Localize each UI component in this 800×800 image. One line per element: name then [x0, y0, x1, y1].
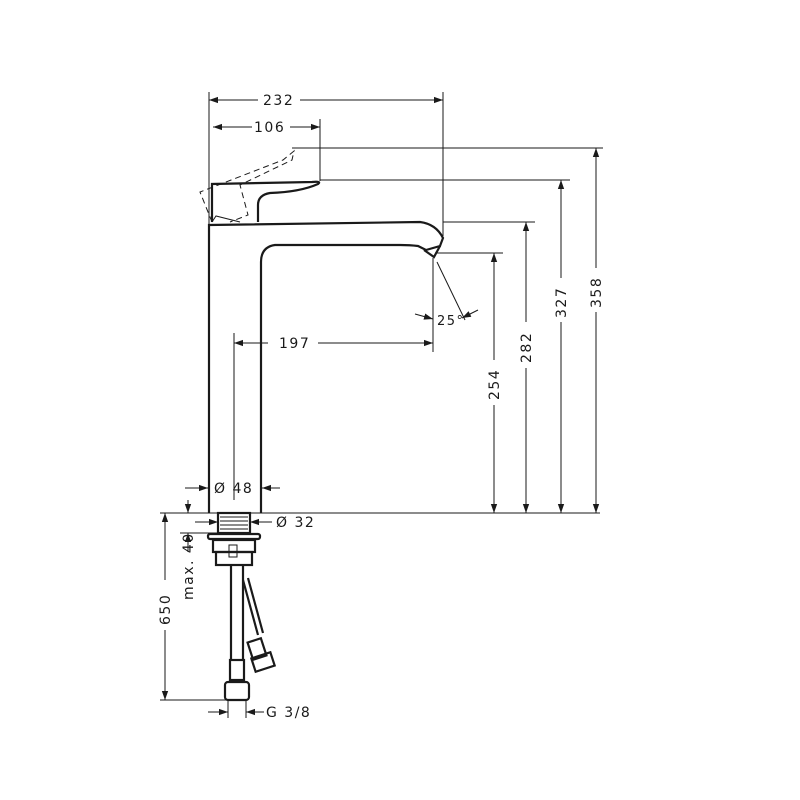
dim-254: 254 — [487, 369, 503, 400]
dim-106: 106 — [254, 120, 285, 136]
faucet-outline — [199, 149, 445, 513]
dim-327: 327 — [554, 287, 570, 318]
dim-650: 650 — [158, 594, 174, 625]
dim-g-3-8: G 3/8 — [266, 705, 311, 721]
extension-lines — [160, 92, 603, 718]
dim-body-diameter: Ø 48 — [214, 481, 253, 497]
dim-358: 358 — [589, 277, 605, 308]
dimension-lines — [161, 96, 600, 716]
mounting-parts — [160, 511, 600, 702]
dim-25-deg: 25° — [437, 314, 465, 329]
dim-282: 282 — [519, 332, 535, 363]
dim-shank-diameter: Ø 32 — [276, 515, 315, 531]
dim-232: 232 — [263, 93, 294, 109]
dim-197: 197 — [279, 336, 310, 352]
dim-max-40: max. 40 — [181, 532, 197, 600]
